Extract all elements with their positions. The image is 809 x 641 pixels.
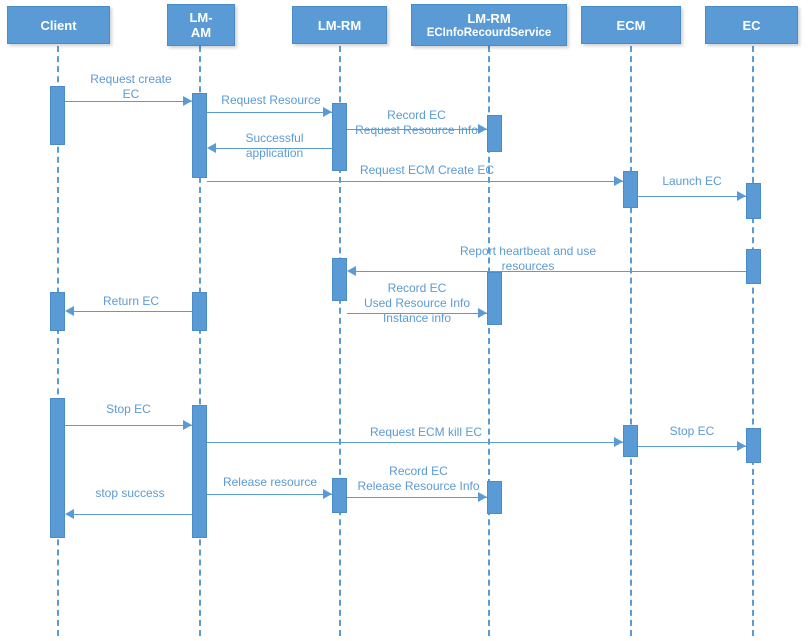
activation-bar-lmam-2: [192, 292, 207, 331]
lifeline-label-lmam-line2: AM: [190, 25, 212, 40]
message-label-m1: Request create EC: [90, 72, 172, 101]
message-label-m13: Release resource: [222, 475, 318, 489]
activation-bar-lmrm-2: [332, 258, 347, 301]
lifeline-line-lmrm: [339, 46, 341, 636]
message-line-m14: [347, 497, 487, 498]
activation-bar-ec-2: [746, 249, 761, 284]
message-line-m12: [638, 446, 746, 447]
message-label-m6: Launch EC: [662, 174, 722, 188]
message-line-m11: [207, 442, 623, 443]
activation-bar-lmrm-3: [332, 478, 347, 513]
message-label-m15: stop success: [95, 486, 165, 500]
message-arrowhead-m13: [323, 489, 332, 499]
message-label-m7: Report heartbeat and use resources: [459, 244, 597, 273]
lifeline-label-ecinfo-line1: LM-RM: [467, 10, 511, 26]
message-line-m7: [356, 271, 746, 272]
message-label-m9: Return EC: [102, 294, 160, 308]
activation-bar-lmam-1: [192, 93, 207, 178]
activation-bar-lmrm-1: [332, 103, 347, 171]
message-line-m5: [207, 181, 623, 182]
activation-bar-ecinfo-3: [487, 481, 502, 514]
message-label-m5: Request ECM Create EC: [359, 163, 495, 177]
activation-bar-ec-1: [746, 183, 761, 219]
message-arrowhead-m3: [478, 124, 487, 134]
message-arrowhead-m6: [737, 191, 746, 201]
message-arrowhead-m8: [478, 308, 487, 318]
message-arrowhead-m10: [183, 420, 192, 430]
message-arrowhead-m7: [347, 266, 356, 276]
lifeline-header-ecinfo[interactable]: LM-RM ECInfoRecourdService: [411, 4, 567, 46]
message-line-m1: [65, 101, 192, 102]
message-label-m11: Request ECM kill EC: [369, 425, 483, 439]
lifeline-header-ec[interactable]: EC: [705, 6, 798, 44]
activation-bar-lmam-3: [192, 405, 207, 538]
message-arrowhead-m11: [614, 437, 623, 447]
message-arrowhead-m5: [614, 176, 623, 186]
lifeline-label-client: Client: [40, 17, 77, 33]
lifeline-header-lmrm[interactable]: LM-RM: [292, 6, 387, 44]
message-arrowhead-m4: [207, 143, 216, 153]
lifeline-header-ecm[interactable]: ECM: [581, 6, 681, 44]
message-line-m10: [65, 425, 192, 426]
activation-bar-client-2: [50, 292, 65, 331]
activation-bar-ecm-1: [623, 171, 638, 208]
message-label-m2: Request Resource: [221, 93, 321, 107]
message-line-m6: [638, 196, 746, 197]
message-line-m2: [207, 112, 332, 113]
lifeline-line-lmam: [199, 46, 201, 636]
lifeline-label-lmrm: LM-RM: [317, 17, 362, 33]
message-arrowhead-m15: [65, 509, 74, 519]
message-line-m3: [347, 129, 487, 130]
message-line-m15: [74, 514, 192, 515]
message-label-m8: Record EC Used Resource Info Instance in…: [363, 281, 471, 325]
message-arrowhead-m14: [478, 492, 487, 502]
activation-bar-ecinfo-1: [487, 115, 502, 152]
lifeline-label-ecm: ECM: [616, 17, 646, 33]
lifeline-line-client: [57, 46, 59, 636]
lifeline-label-ec: EC: [742, 17, 761, 33]
message-arrowhead-m9: [65, 306, 74, 316]
activation-bar-client-1: [50, 86, 65, 145]
message-arrowhead-m2: [323, 107, 332, 117]
activation-bar-ecinfo-2: [487, 272, 502, 325]
lifeline-label-lmam-line1: LM-: [189, 10, 213, 25]
lifeline-header-client[interactable]: Client: [7, 6, 110, 44]
message-line-m9: [74, 311, 192, 312]
lifeline-label-ecinfo-line2: ECInfoRecourdService: [426, 26, 552, 39]
message-line-m4: [216, 148, 332, 149]
message-label-m10: Stop EC: [106, 402, 151, 416]
lifeline-header-lmam[interactable]: LM- AM: [167, 4, 235, 46]
message-line-m8: [347, 313, 487, 314]
message-arrowhead-m1: [183, 96, 192, 106]
message-label-m14: Record EC Release Resource Info: [357, 464, 480, 493]
lifeline-line-ecinfo: [488, 46, 490, 636]
lifeline-line-ec: [752, 46, 754, 636]
message-label-m3: Record EC Request Resource Info: [355, 108, 478, 137]
activation-bar-ecm-2: [623, 425, 638, 457]
lifeline-line-ecm: [630, 46, 632, 636]
message-line-m13: [207, 494, 332, 495]
message-arrowhead-m12: [737, 441, 746, 451]
message-label-m4: Successful application: [245, 131, 304, 160]
message-label-m12: Stop EC: [669, 424, 715, 438]
activation-bar-ec-3: [746, 428, 761, 463]
activation-bar-client-3: [50, 398, 65, 538]
